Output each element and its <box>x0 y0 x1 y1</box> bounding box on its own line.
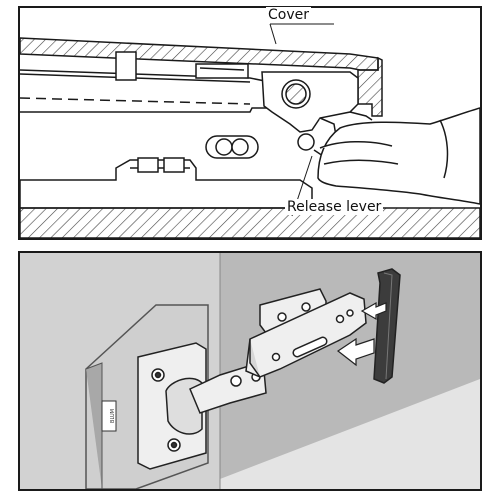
hinge-cross-section-drawing <box>20 23 480 238</box>
finger-pressing-lever <box>317 107 480 205</box>
release-lever-label: Release lever <box>285 199 384 215</box>
hinge-body <box>245 292 367 378</box>
hinge-3d-illustration: BLUM <box>20 253 480 489</box>
bottom-illustration-panel: BLUM <box>18 251 482 491</box>
cover-label: Cover <box>266 7 311 23</box>
hinge-cover-cap <box>373 268 401 384</box>
mounting-plate <box>20 157 313 209</box>
mounting-base-plate: BLUM <box>101 400 117 432</box>
top-hatched-panel <box>20 37 383 117</box>
hinge-arm-mechanism <box>261 71 373 159</box>
hinge-cup-plate <box>137 342 207 470</box>
cover-leader-line <box>269 23 277 45</box>
adjustment-slot <box>205 135 259 159</box>
floor-plane <box>220 379 480 489</box>
cabinet-side-hatched <box>20 207 480 238</box>
hinge-arm <box>189 364 267 414</box>
attach-arrow-upper <box>360 301 387 321</box>
top-diagram-panel <box>18 6 482 240</box>
base-plate-logo: BLUM <box>110 409 116 423</box>
attach-arrow-lower <box>336 337 375 367</box>
